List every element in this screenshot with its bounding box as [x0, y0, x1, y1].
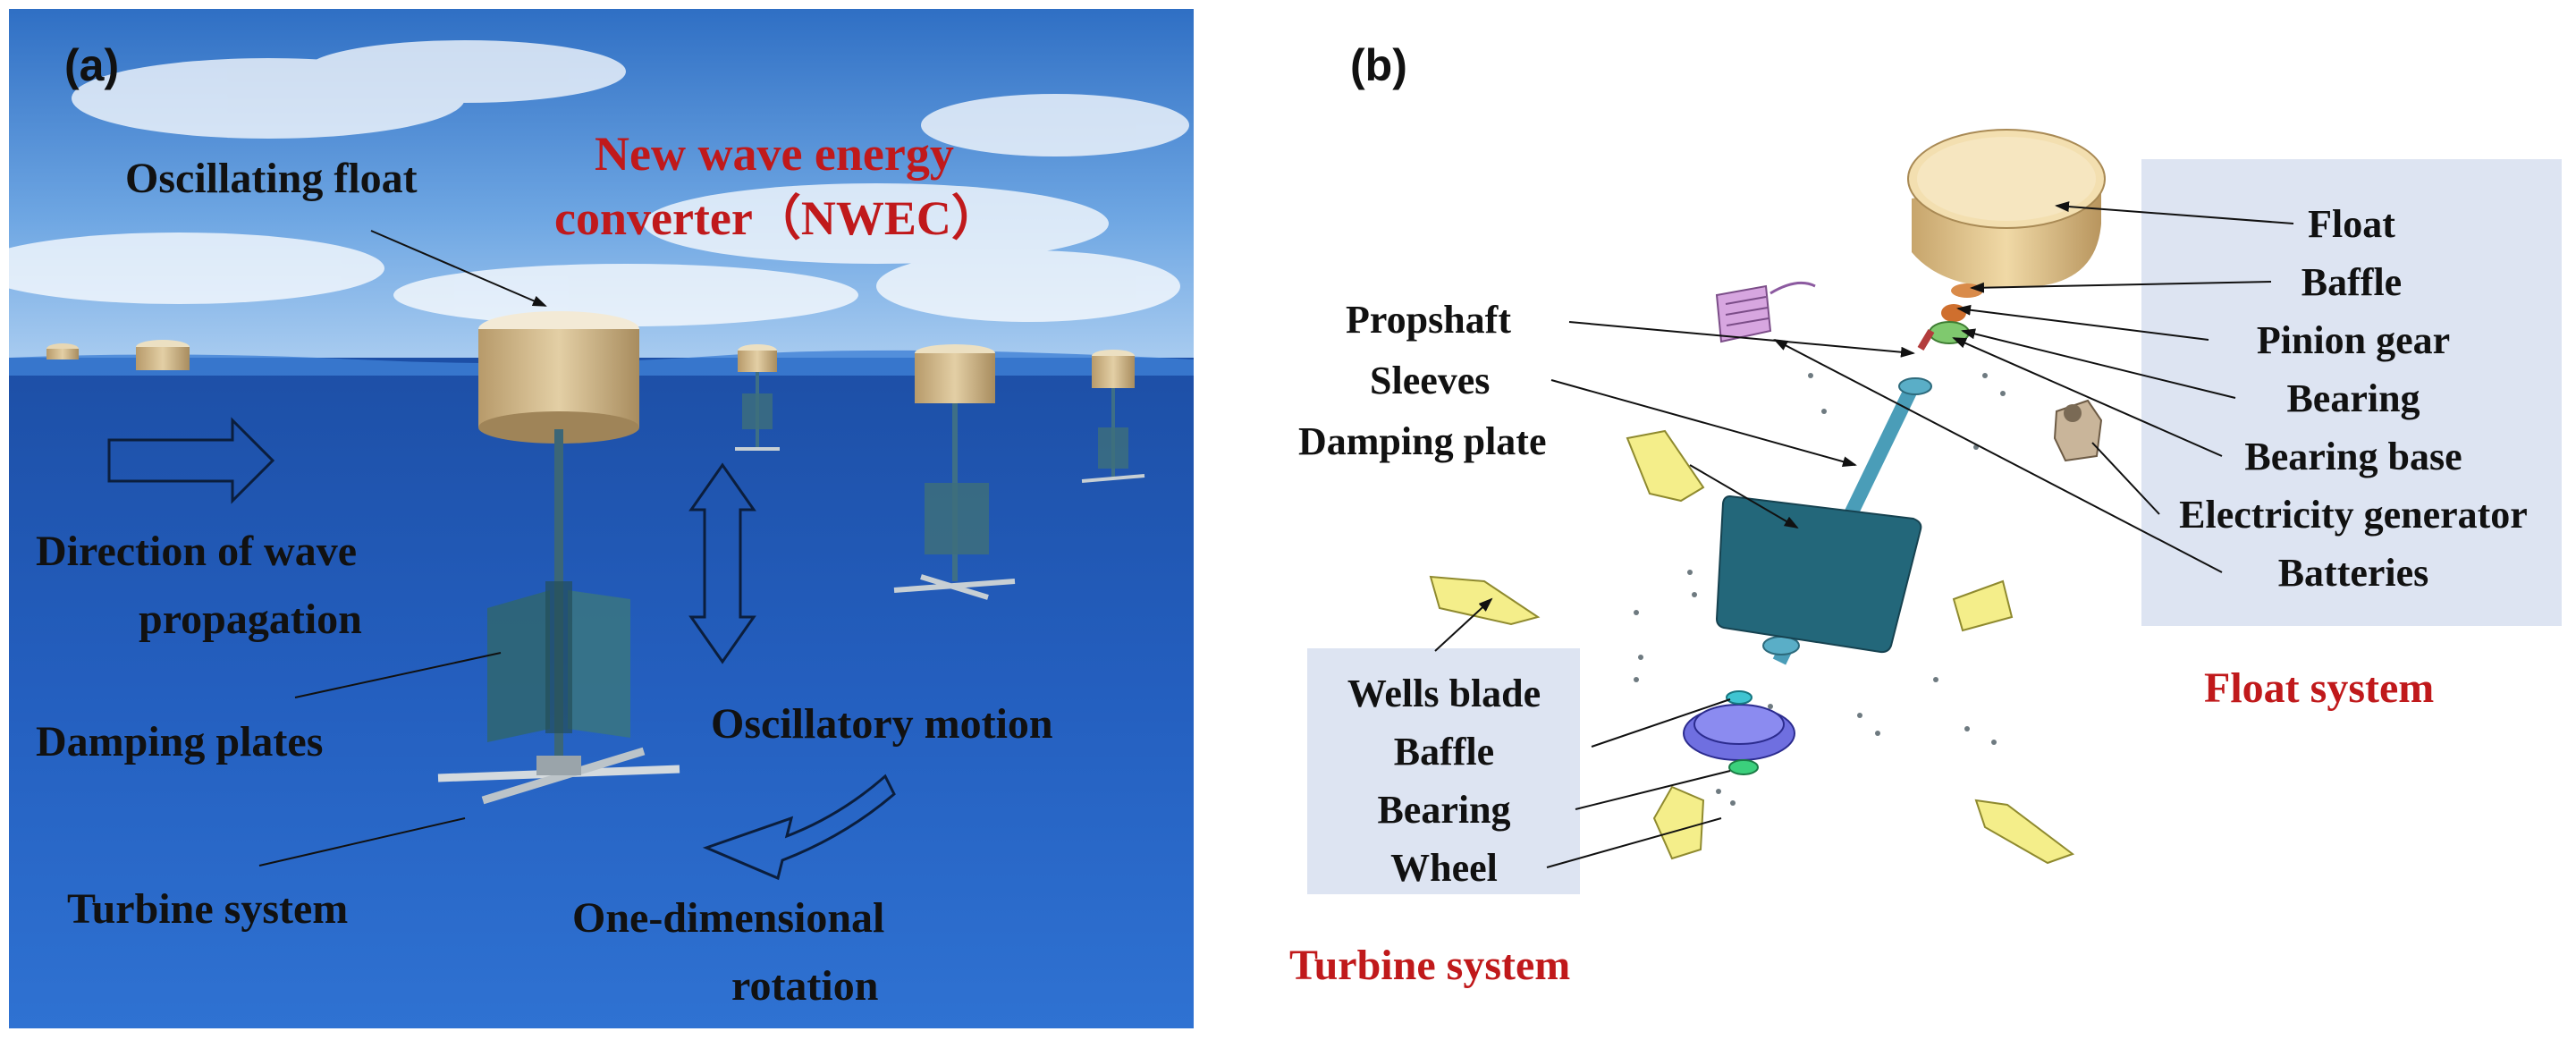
leader-float — [2055, 201, 2294, 224]
leader-turbine-baffle — [1591, 698, 1731, 748]
turbine-system-box — [1307, 648, 1580, 894]
leader-damping-plates — [294, 652, 502, 698]
distant-float-2 — [136, 340, 190, 370]
leader-turbine-bearing — [1575, 770, 1731, 810]
baffle-part — [1951, 283, 1983, 298]
label-oscillatory-motion: Oscillatory motion — [711, 700, 1053, 748]
leader-electricity-generator — [2091, 442, 2160, 515]
leader-bearing — [1961, 328, 2236, 399]
label-rotation-line1: One-dimensional — [572, 894, 884, 942]
bearing-base-label: Bearing base — [2244, 435, 2462, 478]
distant-float-4 — [893, 344, 1016, 600]
baffle-label: Baffle — [2302, 260, 2402, 304]
distant-float-5 — [1081, 350, 1145, 483]
distant-float-1 — [46, 343, 79, 359]
pinion-gear-part — [1941, 304, 1966, 322]
float-cylinder — [1907, 129, 2106, 288]
wells-blade-4 — [1652, 785, 1705, 860]
leader-oscillating-float — [370, 230, 547, 307]
main-nwec-device — [437, 311, 680, 805]
panel-a-title-line2: converter（NWEC） — [554, 191, 1000, 245]
leader-sleeves — [1550, 379, 1857, 468]
wells-blade-3 — [1952, 579, 2014, 632]
turbine-bearing-label: Bearing — [1377, 788, 1510, 832]
propshaft-label: Propshaft — [1346, 298, 1511, 342]
rotation-arrow — [702, 774, 896, 881]
panel-a-title-line1: New wave energy — [595, 127, 954, 181]
label-turbine-system: Turbine system — [67, 885, 348, 933]
turbine-baffle-label: Baffle — [1394, 730, 1494, 774]
label-damping-plates: Damping plates — [36, 718, 323, 765]
leader-turbine-system — [258, 817, 466, 867]
float-system-title: Float system — [2204, 664, 2434, 712]
float-label: Float — [2308, 202, 2395, 246]
turbine-wheel-part — [1683, 690, 1795, 775]
clouds — [0, 40, 1189, 326]
sleeves-label: Sleeves — [1370, 359, 1490, 402]
panel-b: (b) — [1289, 40, 2562, 989]
leader-wells-blade — [1434, 597, 1493, 652]
leader-pinion-gear — [1956, 304, 2209, 341]
label-rotation-line2: rotation — [731, 962, 878, 1010]
leader-baffle — [1970, 281, 2272, 293]
batteries-label: Batteries — [2278, 551, 2429, 595]
float-box-labels: Float Baffle Pinion gear Bearing Bearing… — [2179, 202, 2528, 595]
propshaft-part — [1917, 328, 1935, 351]
turbine-box-labels: Wells blade Baffle Bearing Wheel — [1347, 672, 1541, 890]
bearing-label: Bearing — [2286, 376, 2420, 420]
leader-batteries — [1773, 339, 2223, 573]
leader-wheel — [1546, 817, 1722, 868]
leader-damping-plate — [1689, 464, 1799, 529]
wave-direction-arrow — [107, 417, 275, 504]
panel-b-letter: (b) — [1350, 40, 1407, 90]
shaft-flange-top — [1898, 377, 1932, 395]
bearing-part — [1929, 321, 1970, 344]
wells-blade-label: Wells blade — [1347, 672, 1541, 715]
leader-bearing-base — [1952, 337, 2223, 457]
wheel-label: Wheel — [1390, 846, 1498, 890]
turbine-system-title: Turbine system — [1289, 942, 1570, 989]
wells-blade-5 — [1974, 799, 2075, 865]
electricity-generator-label: Electricity generator — [2179, 493, 2528, 537]
oscillatory-motion-arrow — [688, 462, 756, 664]
panel-a-letter: (a) — [64, 40, 119, 90]
wells-blade-2 — [1429, 575, 1541, 626]
generator-part — [2053, 399, 2103, 462]
panel-a: (a) New wave energy converter（NWEC） Osci… — [0, 9, 1194, 1028]
damping-plate-label: Damping plate — [1298, 419, 1546, 463]
pinion-gear-label: Pinion gear — [2257, 318, 2450, 362]
leader-propshaft — [1568, 321, 1915, 358]
label-oscillating-float: Oscillating float — [125, 155, 418, 202]
damping-plate-part — [1715, 495, 1922, 654]
wells-blade-1 — [1626, 429, 1705, 503]
distant-float-3 — [735, 344, 780, 451]
label-direction-line1: Direction of wave — [36, 528, 357, 575]
batteries-part — [1715, 281, 1816, 343]
label-direction-line2: propagation — [139, 596, 362, 643]
